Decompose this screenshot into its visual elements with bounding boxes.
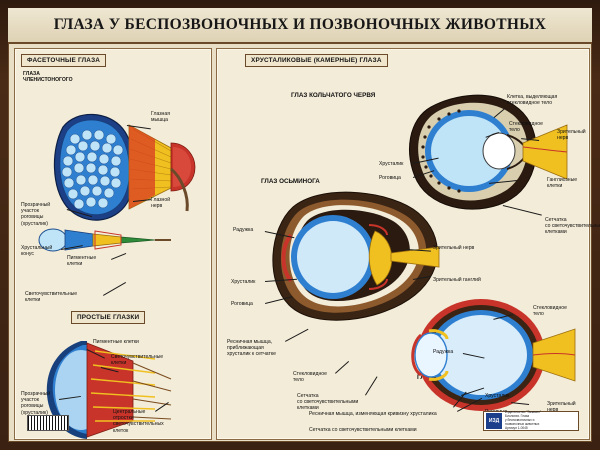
label-photosensitive-cells-simple: Светочувствительные клетки [111, 354, 164, 367]
octopus-eye-illustration [272, 191, 440, 321]
page-title: ГЛАЗА У БЕСПОЗВОНОЧНЫХ И ПОЗВОНОЧНЫХ ЖИВ… [53, 16, 547, 33]
simple-eye-illustration [46, 341, 172, 439]
section-heading-simple: ПРОСТЫЕ ГЛАЗКИ [71, 311, 146, 324]
label-ciliary-muscle-mammal: Ресничная мышца, изменяющая кривизну хру… [309, 411, 437, 417]
label-arthropod-eye: ГЛАЗА ЧЛЕНИСТОНОГОГО [23, 71, 73, 84]
label-cornea-annelid: Роговица [379, 175, 401, 181]
publisher-text: Издательство "Экзамен" Биология. Глаза у… [505, 410, 542, 430]
title-octopus-eye: ГЛАЗ ОСЬМИНОГА [261, 178, 320, 185]
label-pigment-cells-simple: Пигментные клетки [93, 339, 139, 345]
publisher-logo: ИЗД [486, 413, 502, 429]
label-optic-nerve-octopus: Зрительный нерв [433, 245, 475, 251]
label-central-processes: Центральные отростки светочувствительных… [113, 409, 164, 434]
label-optic-nerve-annelid: Зрительный нерв [557, 129, 586, 142]
leader-line [365, 376, 378, 396]
mammal-eye-illustration [411, 299, 576, 411]
panel-compound-eyes: ФАСЕТОЧНЫЕ ГЛАЗА ГЛАЗА ЧЛЕНИСТОНОГОГО [14, 48, 212, 440]
barcode [27, 415, 69, 431]
label-optic-nerve-mammal: Зрительный нерв [547, 401, 576, 413]
leader-line [285, 328, 309, 342]
label-lens-annelid: Хрусталик [379, 161, 404, 167]
label-retina-annelid: Сетчатка со светочувствительными клеткам… [545, 217, 600, 236]
label-lens-mammal: Хрусталик [485, 393, 510, 399]
label-ciliary-muscle-octopus: Ресничная мышца, приближающая хрусталик … [227, 339, 276, 358]
poster-title-bar: ГЛАЗА У БЕСПОЗВОНОЧНЫХ И ПОЗВОНОЧНЫХ ЖИВ… [8, 8, 592, 44]
compound-eye-illustration [53, 113, 196, 221]
label-retina-octopus: Сетчатка со светочувствительными клеткам… [297, 393, 359, 412]
leader-line [103, 282, 127, 296]
label-pigment-cells-compound: Пигментные клетки [67, 255, 97, 268]
title-annelid-eye: ГЛАЗ КОЛЬЧАТОГО ЧЕРВЯ [291, 92, 376, 99]
label-iris-mammal: Радужка [433, 349, 454, 355]
label-eye-muscle: Глазная мышца [151, 111, 170, 124]
ommatidium-detail-illustration [38, 228, 171, 252]
publisher-imprint: ИЗД Издательство "Экзамен" Биология. Гла… [483, 410, 579, 431]
label-ganglion-cells-annelid: Ганглиозные клетки [547, 177, 578, 190]
label-vitreous-secreting-cell: Клетка, выделяющая стекловидное тело [507, 94, 558, 107]
panel-camera-eyes: ХРУСТАЛИКОВЫЕ (КАМЕРНЫЕ) ГЛАЗА ГЛАЗ КОЛЬ… [216, 48, 600, 440]
section-heading-compound: ФАСЕТОЧНЫЕ ГЛАЗА [21, 54, 107, 67]
label-optic-nerve-compound: Глазной нерв [151, 197, 171, 210]
leader-line [335, 360, 350, 374]
label-retina-mammal: Сетчатка со светочувствительными клеткам… [309, 427, 417, 433]
label-iris-octopus: Радужка [233, 227, 254, 233]
label-crystalline-cone: Хрустальный конус [21, 245, 53, 258]
label-vitreous-body-annelid: Стекловидное тело [509, 121, 543, 134]
label-vitreous-body-mammal: Стекловидное тело [533, 305, 567, 318]
poster-inner: ГЛАЗА У БЕСПОЗВОНОЧНЫХ И ПОЗВОНОЧНЫХ ЖИВ… [8, 8, 600, 442]
label-optic-ganglion: Зрительный ганглий [433, 277, 481, 283]
section-heading-camera: ХРУСТАЛИКОВЫЕ (КАМЕРНЫЕ) ГЛАЗА [245, 54, 388, 67]
label-cornea-octopus: Роговица [231, 301, 253, 307]
label-vitreous-body-octopus: Стекловидное тело [293, 371, 327, 384]
label-transparent-cornea-simple: Прозрачный участок роговицы (хрусталик) [21, 391, 51, 416]
label-lens-octopus: Хрусталик [231, 279, 256, 285]
label-photosensitive-cells-compound: Светочувствительные клетки [25, 291, 78, 304]
label-transparent-cornea-compound: Прозрачный участок роговицы (хрусталик) [21, 202, 51, 227]
